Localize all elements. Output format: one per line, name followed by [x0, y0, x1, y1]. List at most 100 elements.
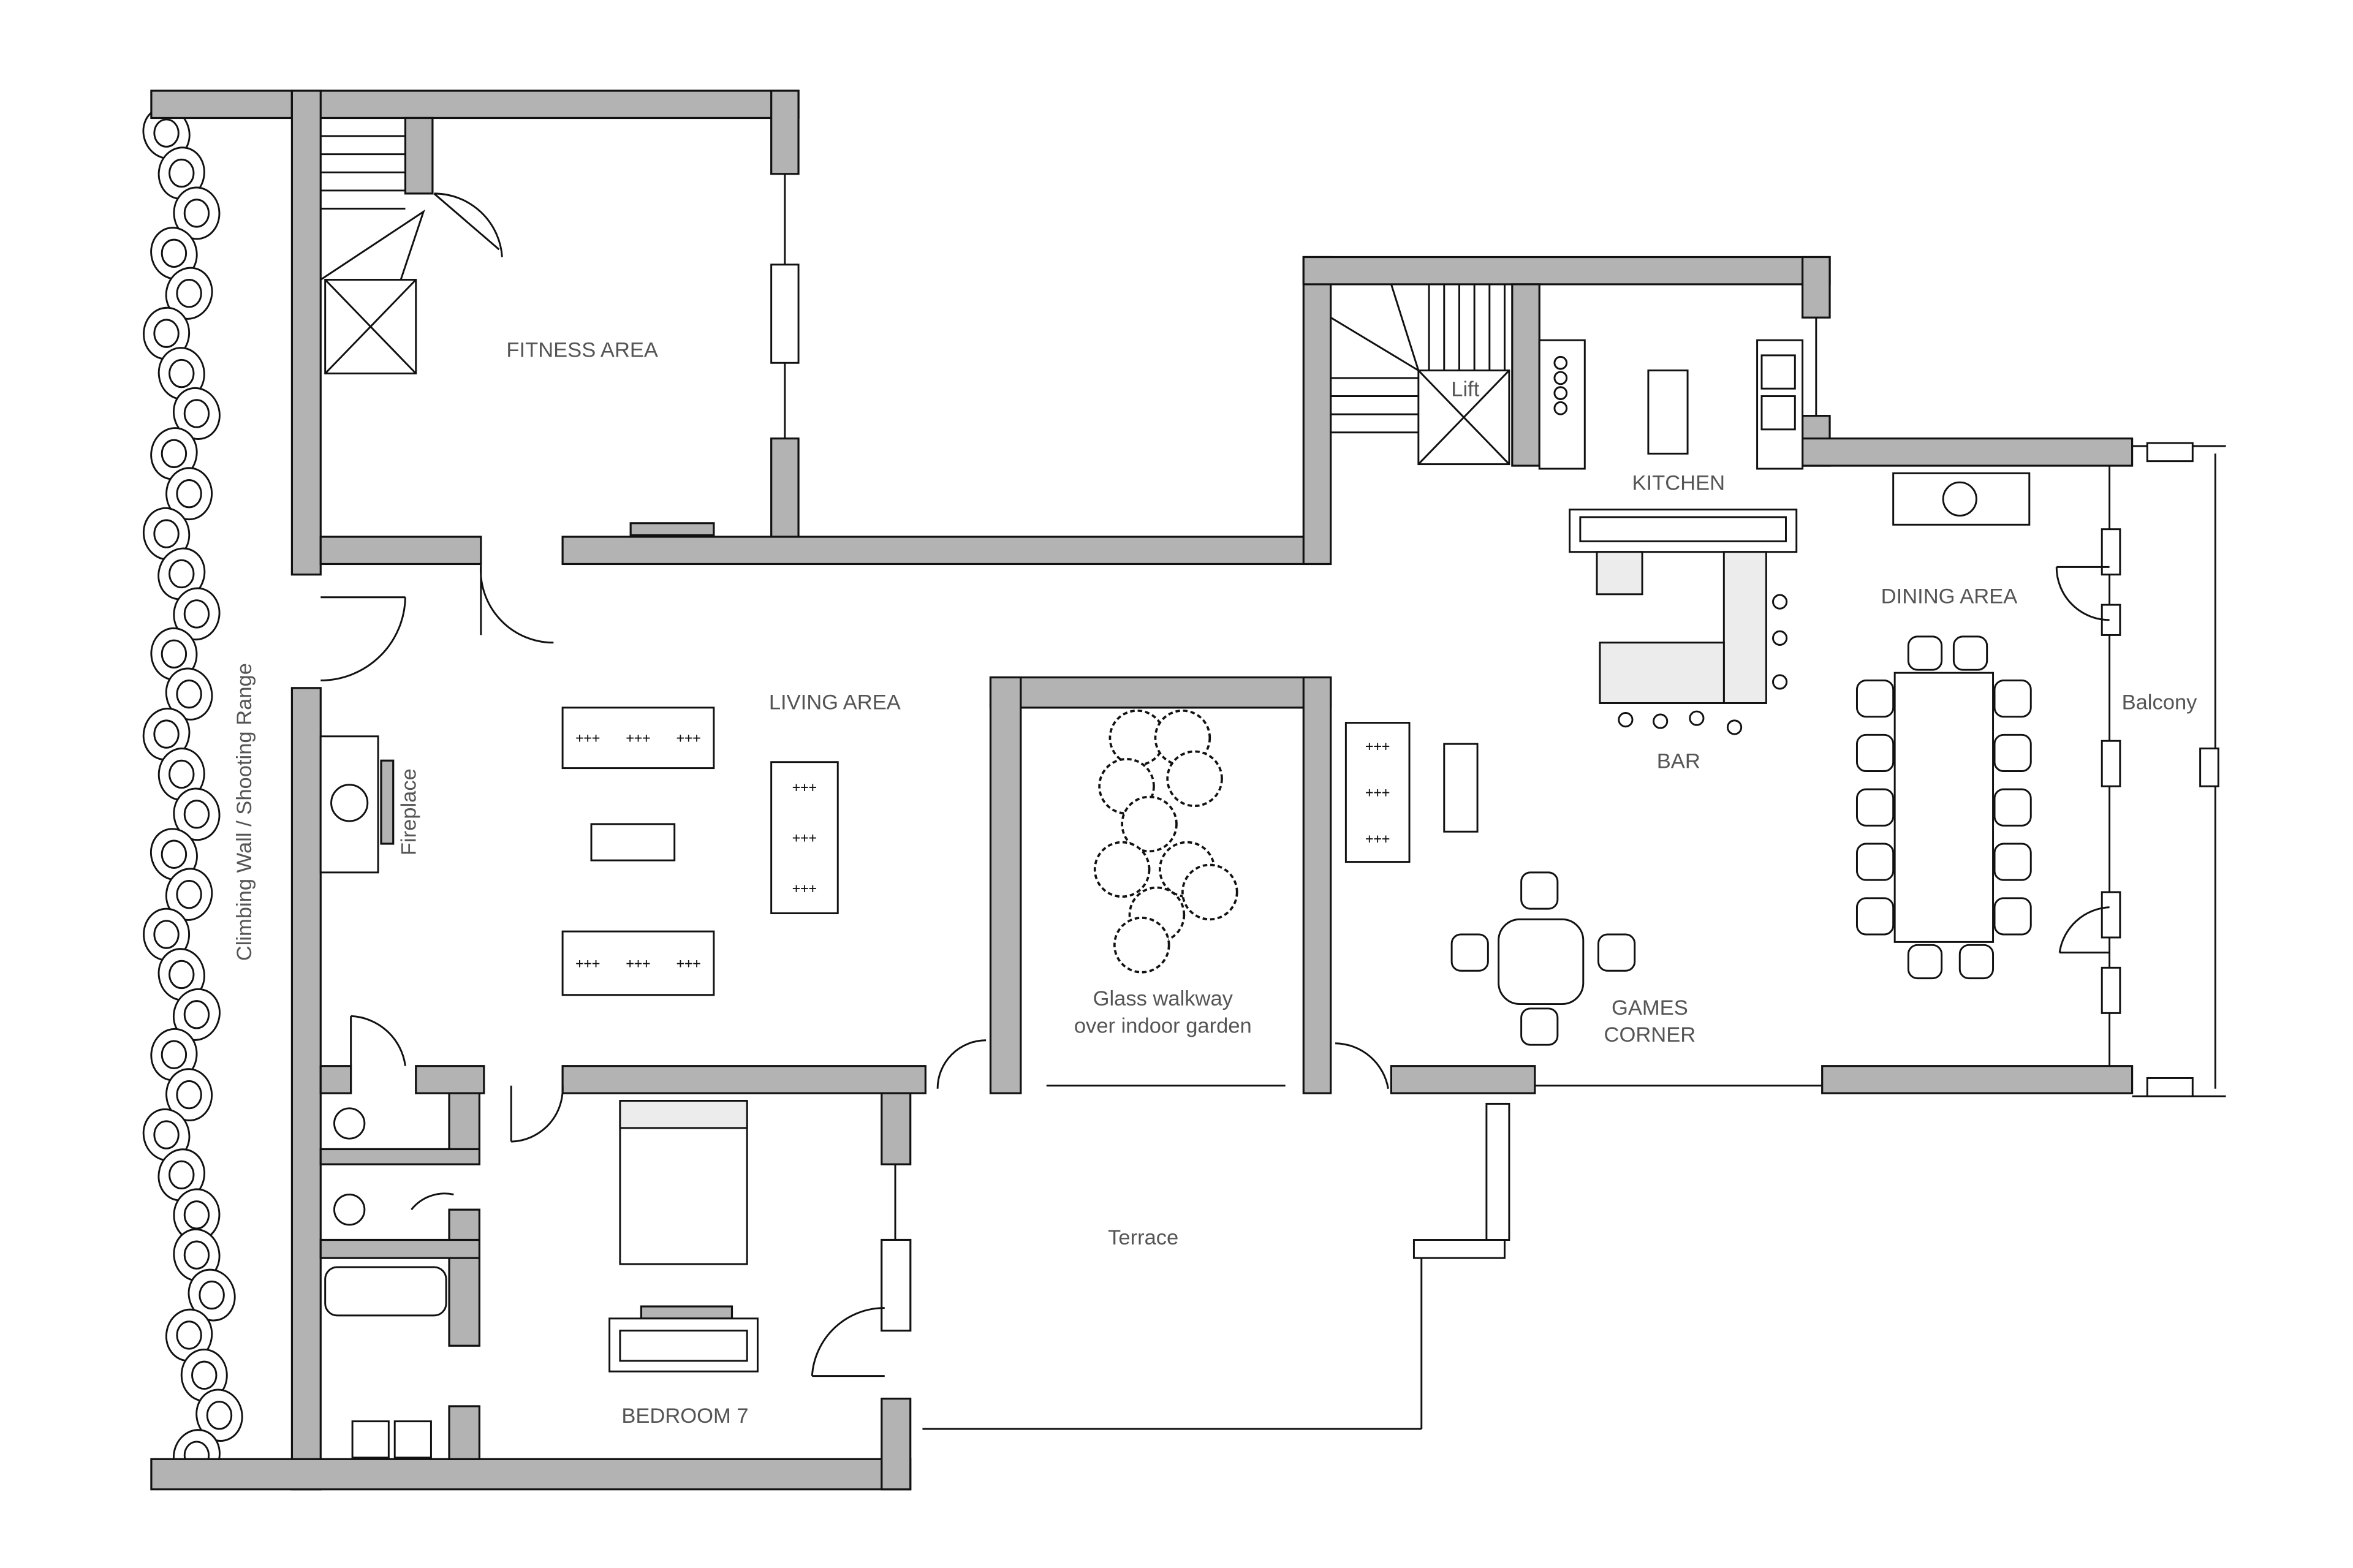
toilet [333, 1193, 366, 1226]
windows [770, 173, 2226, 1430]
wall [319, 536, 482, 566]
toilet [333, 1107, 366, 1140]
door-swing [2055, 566, 2110, 621]
window-frame [2101, 966, 2121, 1014]
dining-chair [1855, 679, 1895, 718]
wall [1302, 256, 1831, 286]
climbing-hold-inner [161, 1040, 188, 1069]
sofa-cushion-pattern: +++ [575, 955, 600, 971]
climbing-hold-inner [161, 839, 188, 869]
door-swing [479, 564, 554, 644]
dining-chair [1855, 843, 1895, 881]
door-swing [320, 596, 406, 681]
climbing-hold-inner [169, 158, 195, 188]
climbing-hold-inner [161, 238, 188, 268]
dining-chair [1993, 679, 2032, 718]
wall [415, 1065, 485, 1094]
wall [1390, 1065, 1536, 1094]
climbing-hold-inner [176, 1320, 202, 1350]
label-glass-walkway-1: Glass walkway [1093, 987, 1233, 1010]
label-terrace: Terrace [1108, 1226, 1178, 1249]
tv-console-inner [619, 1330, 748, 1362]
bar-counter-front [1599, 642, 1725, 704]
burner [1553, 386, 1568, 400]
kitchen-island [1647, 369, 1689, 455]
dining-chair [1993, 733, 2032, 773]
wall [319, 1148, 480, 1165]
wall [404, 116, 434, 195]
climbing-hold-inner [153, 719, 180, 749]
door-swing [2058, 906, 2110, 954]
tv-screen [629, 522, 715, 537]
climbing-hold-inner [183, 1000, 210, 1029]
garden-plant [1166, 750, 1223, 808]
wall [881, 1092, 912, 1165]
sofa-cushion-pattern: +++ [626, 955, 650, 971]
window-frame [1412, 1239, 1506, 1259]
door-swing [411, 1192, 454, 1211]
wall [448, 1208, 480, 1347]
sofa-cushion-pattern: +++ [676, 730, 701, 746]
label-fitness-area: FITNESS AREA [506, 338, 658, 362]
game-chair [1520, 871, 1559, 910]
wall [1802, 256, 1831, 319]
wall [448, 1092, 480, 1155]
sink [1760, 354, 1796, 390]
label-living-area: LIVING AREA [769, 691, 901, 714]
burner [1553, 371, 1568, 385]
garden-plant [1181, 863, 1238, 921]
furniture: ++++++++++++++++++++++++++++++++++++ [319, 135, 2032, 1459]
dining-chair [1855, 788, 1895, 827]
wall [448, 1405, 480, 1460]
window-frame [2146, 442, 2194, 463]
dining-chair [1952, 635, 1988, 671]
dining-chair [1958, 944, 1995, 980]
dining-table [1893, 672, 1995, 943]
dining-chair [1993, 897, 2032, 936]
climbing-hold-inner [176, 679, 202, 709]
fireplace-hearth [330, 784, 369, 822]
climbing-wall-stones [142, 107, 243, 1482]
label-bedroom-7: BEDROOM 7 [621, 1404, 748, 1428]
garden-plant [1121, 795, 1178, 853]
wall [290, 89, 800, 119]
bar-stool [1689, 710, 1705, 726]
climbing-hold-inner [199, 1280, 225, 1310]
wall [150, 89, 294, 119]
game-chair [1450, 933, 1489, 972]
climbing-hold-inner [176, 1080, 202, 1110]
bar-counter-side [1722, 551, 1767, 704]
bar-stool [1772, 594, 1788, 610]
dining-chair [1855, 733, 1895, 773]
wall [989, 676, 1332, 709]
climbing-hold-inner [183, 599, 210, 629]
sink [1760, 395, 1796, 431]
bar-counter-top [1579, 516, 1787, 542]
side-table [1443, 743, 1479, 833]
climbing-hold-inner [169, 559, 195, 589]
window-frame [1485, 1102, 1510, 1241]
game-table [1498, 918, 1585, 1006]
door-swing [510, 1085, 564, 1143]
climbing-hold-inner [153, 519, 180, 548]
window-frame [770, 263, 800, 364]
label-climbing-wall: Climbing Wall / Shooting Range [233, 663, 256, 961]
lift-cross [324, 279, 417, 374]
sofa-cushion-pattern: +++ [792, 881, 817, 896]
door-swing [1335, 1042, 1389, 1089]
wall [290, 687, 322, 1491]
window-frame [2101, 891, 2121, 939]
climbing-hold-inner [153, 319, 180, 348]
label-games-corner-1: GAMES [1612, 996, 1688, 1020]
sofa [561, 930, 715, 996]
climbing-hold-inner [153, 920, 180, 949]
burner [1553, 355, 1568, 370]
bar-cabinet [1596, 551, 1643, 596]
door-swing [811, 1307, 885, 1377]
climbing-hold-inner [183, 800, 210, 829]
wall [319, 1065, 352, 1094]
tv-screen [380, 759, 395, 845]
climbing-hold-inner [169, 960, 195, 990]
label-dining-area: DINING AREA [1881, 585, 2018, 608]
